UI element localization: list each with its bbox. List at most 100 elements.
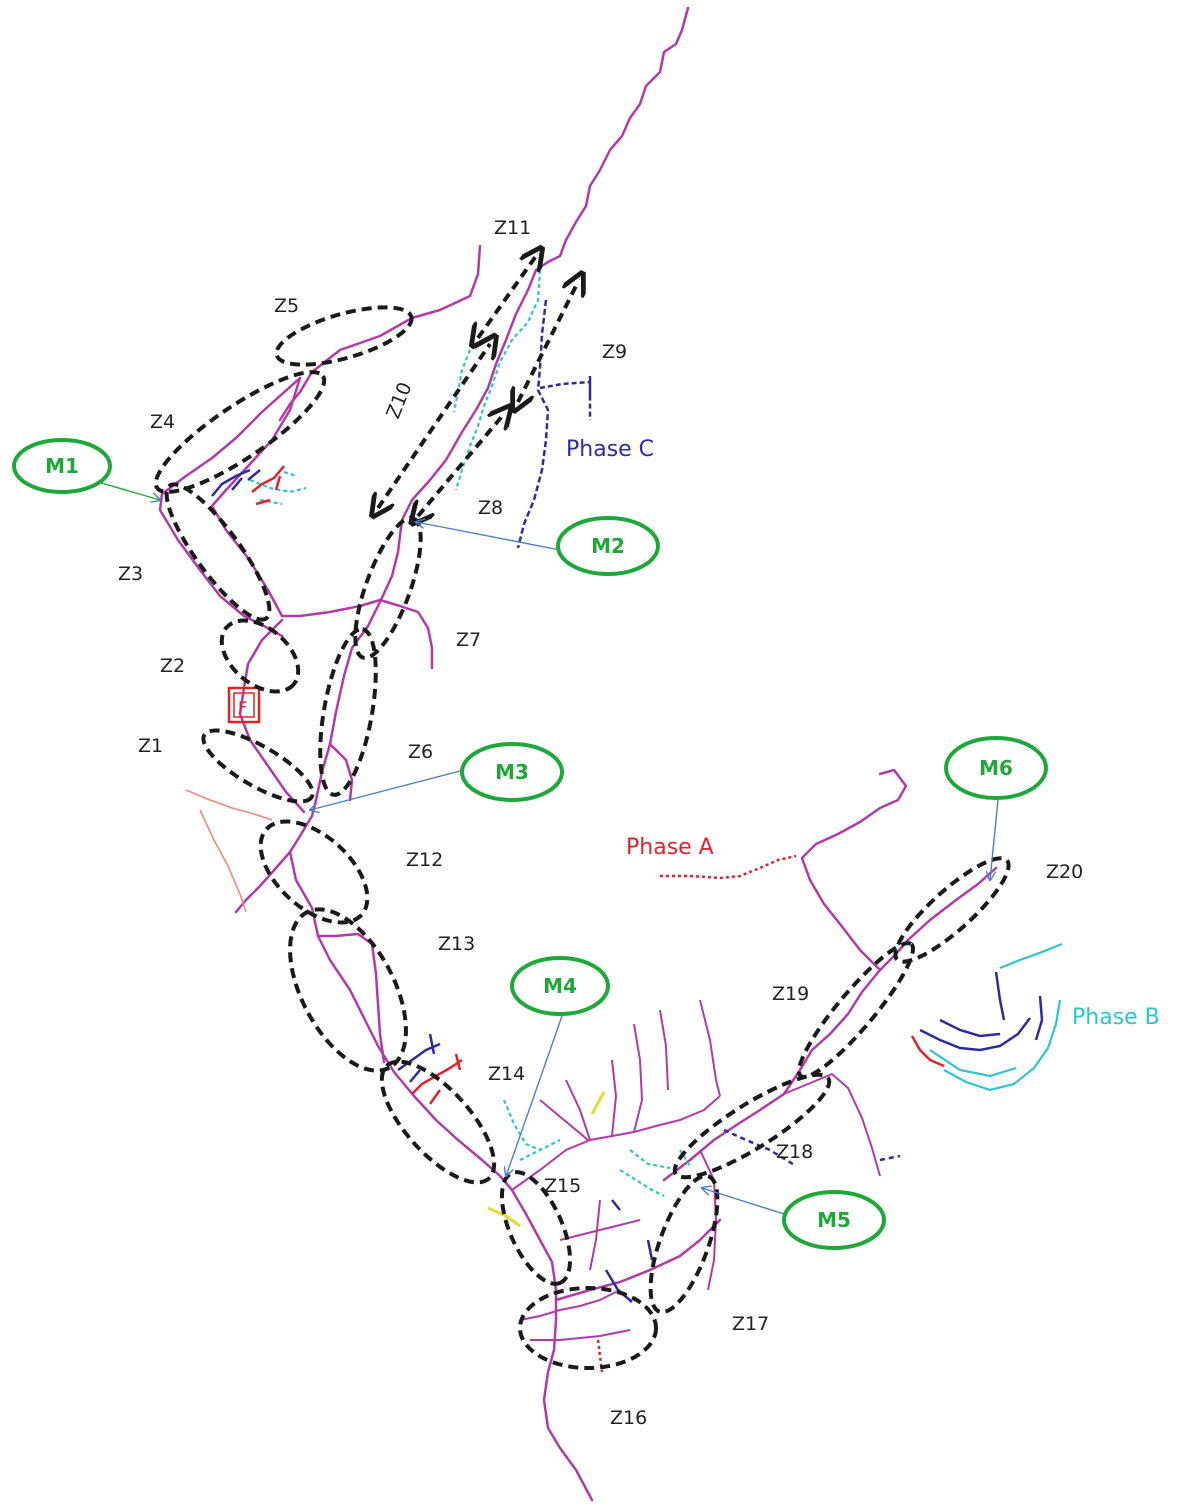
- zone-outline-z15: [499, 1170, 573, 1286]
- phase-c-lines: [211, 299, 1044, 1303]
- meter-m1-label: M1: [45, 454, 79, 478]
- feeder-trunk-north: [310, 6, 690, 818]
- zone-label-z6: Z6: [408, 741, 433, 763]
- zone-label-z12: Z12: [406, 849, 443, 871]
- feeder-z7-branch: [378, 598, 434, 670]
- zone-outline-z20: [893, 856, 1011, 964]
- feeder-z15-web: [511, 999, 721, 1291]
- phase-c-z15-stubs: [604, 1199, 654, 1303]
- feeder-south-trunk: [288, 814, 594, 1502]
- direction-arrows: [378, 256, 578, 516]
- arrow-z11-upper-left: [478, 256, 536, 338]
- feeder-z4-branch: [158, 376, 302, 638]
- zone-label-z1: Z1: [138, 735, 163, 757]
- zone-label-z17: Z17: [732, 1313, 769, 1335]
- substation-label: F: [238, 698, 247, 717]
- zone-label-z15: Z15: [544, 1175, 581, 1197]
- feeder-z3-inner: [210, 376, 302, 618]
- meter-m4-label: M4: [543, 974, 577, 998]
- zone-label-z13: Z13: [438, 933, 475, 955]
- phase-c-label: Phase C: [566, 437, 654, 462]
- zone-label-z20: Z20: [1046, 861, 1083, 883]
- zone-outline-z6: [318, 627, 378, 797]
- phase-b-east-cluster: [929, 942, 1063, 1092]
- zone-label-z14: Z14: [488, 1063, 525, 1085]
- zone-label-z3: Z3: [118, 563, 143, 585]
- phase-a-west-cluster: [251, 465, 285, 506]
- zone-outlines: [153, 305, 1011, 1370]
- phase-a-label: Phase A: [626, 835, 714, 860]
- zone-label-z9: Z9: [602, 341, 627, 363]
- feeder-z18-spur: [783, 1072, 881, 1177]
- meter-pointers: [97, 481, 999, 1215]
- zone-label-z16: Z16: [610, 1407, 647, 1429]
- m4-pointer: [506, 1015, 563, 1176]
- yellow-segment-2: [487, 1206, 521, 1228]
- zone-outline-z18: [672, 1072, 832, 1180]
- zone-outline-z4: [153, 370, 327, 494]
- zone-outline-z12: [258, 819, 370, 925]
- phase-b-lines: [249, 269, 1063, 1197]
- phase-c-z18-dashes: [723, 1128, 901, 1168]
- zone-outline-z1: [201, 728, 315, 804]
- zone-label-z18: Z18: [776, 1141, 813, 1163]
- meter-m4[interactable]: M4: [510, 956, 610, 1016]
- zone-outline-z5: [274, 305, 414, 367]
- meter-m3-label: M3: [495, 760, 529, 784]
- zone-outline-z3: [164, 482, 272, 622]
- meter-m3[interactable]: M3: [460, 742, 564, 802]
- meter-m5-label: M5: [817, 1208, 851, 1232]
- zone-outline-z13: [288, 907, 408, 1073]
- zone-outline-z19: [797, 941, 915, 1079]
- feeder-east-trunk: [554, 866, 998, 1302]
- feeder-z6: [328, 742, 354, 802]
- zone-outline-z14: [379, 1059, 497, 1185]
- zone-outline-z2: [219, 618, 301, 694]
- feeder-z2: [238, 598, 382, 814]
- phase-b-label: Phase B: [1072, 1005, 1160, 1030]
- zone-outline-z16: [518, 1286, 658, 1370]
- m6-pointer: [990, 799, 999, 880]
- meter-m2-label: M2: [591, 534, 625, 558]
- meter-m2[interactable]: M2: [556, 516, 660, 576]
- phase-c-east-cluster: [919, 971, 1044, 1052]
- meter-m6-label: M6: [979, 756, 1013, 780]
- zone-label-z5: Z5: [274, 295, 299, 317]
- feeder-z20-branch: [800, 768, 908, 972]
- m1-pointer: [97, 481, 160, 500]
- m2-pointer: [416, 522, 561, 551]
- arrow-z10: [378, 344, 490, 508]
- meter-badges: M1 M2 M3 M4 M5 M6: [12, 438, 1048, 1250]
- meter-m5[interactable]: M5: [782, 1190, 886, 1250]
- phase-c-main: [516, 299, 550, 549]
- phase-a-dashed: [660, 854, 797, 880]
- meter-m1[interactable]: M1: [12, 438, 112, 494]
- phase-a-spur-west: [185, 789, 273, 913]
- zone-label-z11: Z11: [494, 217, 531, 239]
- zone-label-z7: Z7: [456, 629, 481, 651]
- zone-label-z19: Z19: [772, 983, 809, 1005]
- zone-labels: Z1 Z2 Z3 Z4 Z5 Z6 Z7 Z8 Z9 Z10 Z11 Z12 Z…: [118, 217, 1083, 1429]
- phase-c-west-cluster: [211, 468, 261, 497]
- phase-c-z14-cluster: [397, 1033, 441, 1083]
- arrow-z8: [418, 414, 504, 516]
- zone-outline-z7: [353, 516, 423, 660]
- feeder-network: [158, 6, 998, 1502]
- feeder-z12-spur: [234, 850, 292, 914]
- m5-pointer: [702, 1188, 785, 1215]
- zone-label-z4: Z4: [150, 411, 175, 433]
- zone-outline-z17: [648, 1173, 720, 1315]
- feeder-z16-branch: [519, 1289, 631, 1341]
- zone-label-z2: Z2: [160, 655, 185, 677]
- feeder-z13-spur: [316, 932, 386, 1064]
- arrow-z11-upper-right: [518, 282, 578, 402]
- substation-marker: F: [227, 686, 261, 724]
- phase-b-north-side: [452, 349, 472, 413]
- yellow-segment-1: [590, 1091, 606, 1115]
- phase-c-spur: [539, 376, 592, 420]
- meter-m6[interactable]: M6: [944, 736, 1048, 800]
- feeder-z5-branch: [278, 244, 482, 422]
- zone-label-z8: Z8: [478, 497, 503, 519]
- zone-label-z10: Z10: [382, 379, 416, 422]
